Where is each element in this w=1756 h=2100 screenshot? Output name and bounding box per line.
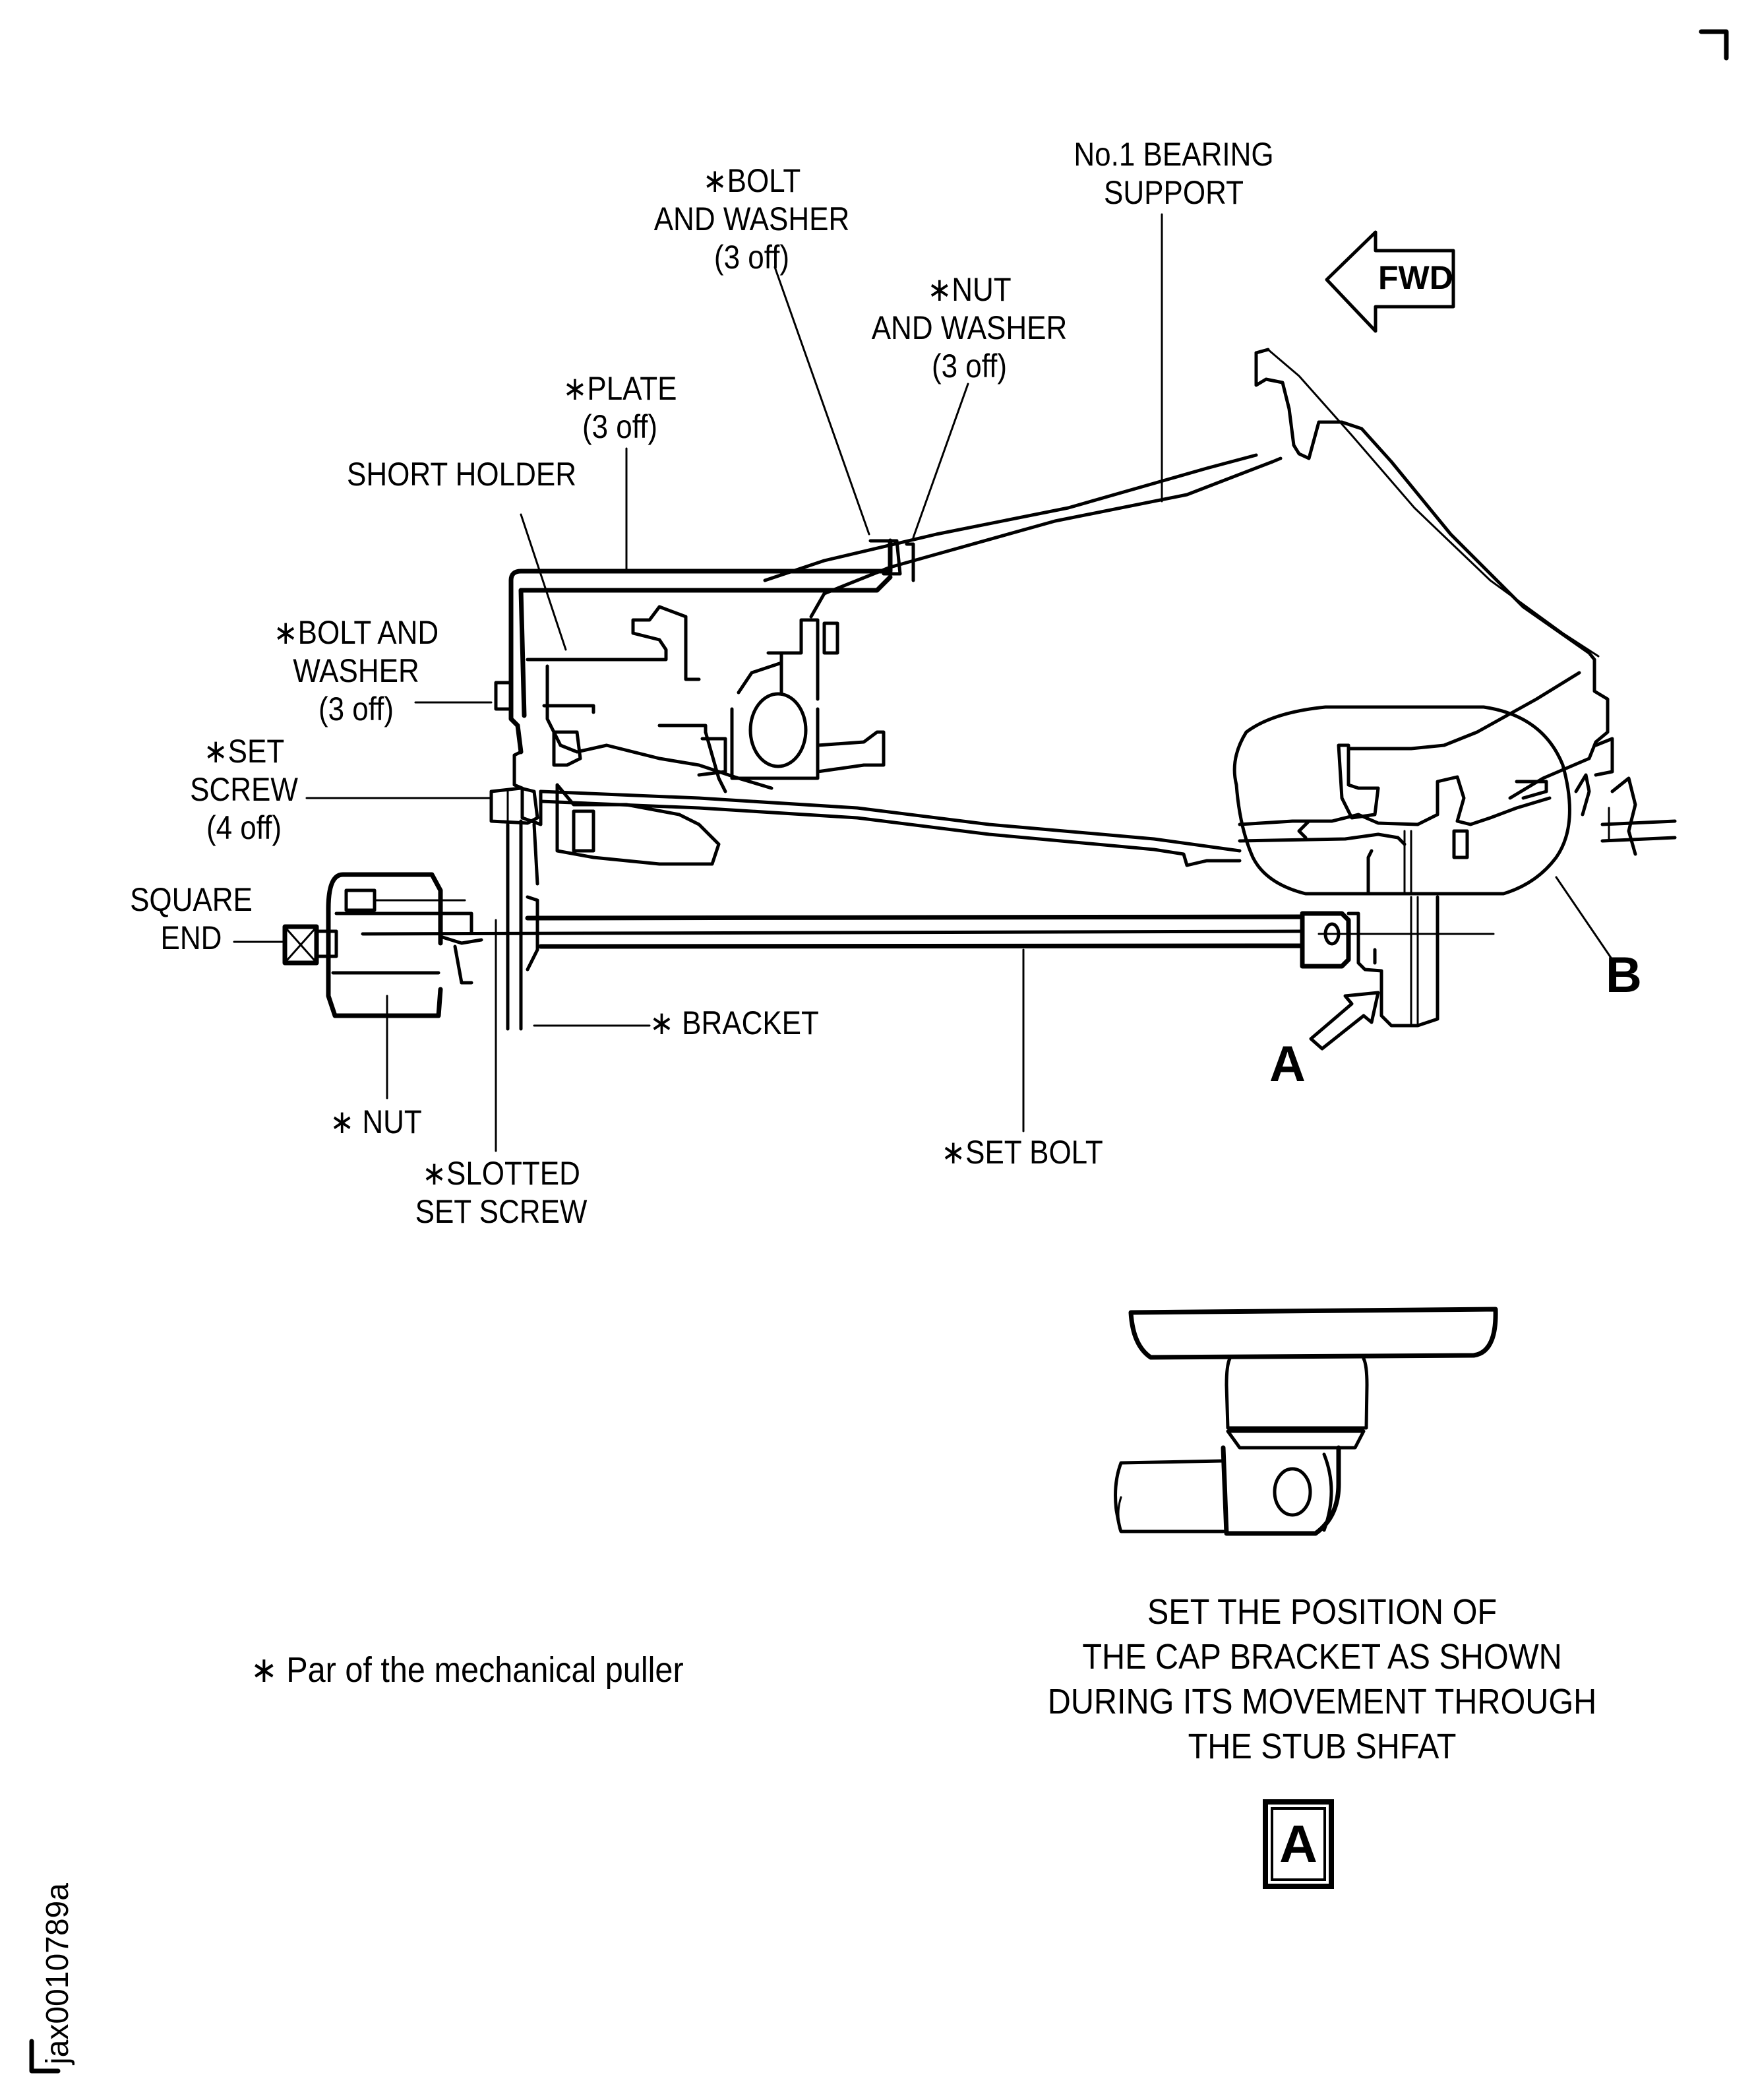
label-line: ∗NUT bbox=[927, 271, 1012, 308]
right-edge-structure bbox=[1574, 737, 1677, 856]
label-line: AND WASHER bbox=[871, 309, 1068, 346]
fwd-arrow-icon bbox=[1325, 230, 1455, 333]
detail-view-a-drawing bbox=[1114, 1307, 1498, 1536]
bracket-shape bbox=[506, 819, 539, 1031]
label-short-holder: SHORT HOLDER bbox=[346, 456, 577, 493]
caption-line: SET THE POSITION OF bbox=[1147, 1592, 1498, 1632]
crop-mark-top-right bbox=[1699, 29, 1729, 61]
fwd-direction-label: FWD bbox=[1378, 259, 1453, 296]
callout-detail-b: B bbox=[1606, 947, 1642, 1003]
label-line: ∗BOLT bbox=[702, 162, 801, 199]
square-end-icon bbox=[282, 924, 338, 966]
cap-bracket-shape bbox=[1300, 895, 1495, 1028]
detail-b-circle bbox=[1232, 705, 1571, 896]
label-bracket: ∗ BRACKET bbox=[650, 1004, 819, 1041]
label-line: (3 off) bbox=[318, 691, 394, 727]
crop-mark-bottom-left bbox=[29, 2039, 61, 2074]
label-line: ∗PLATE bbox=[562, 370, 677, 407]
set-bolt-shaft bbox=[361, 895, 1305, 972]
label-line: SQUARE bbox=[130, 881, 253, 918]
caption-line: THE CAP BRACKET AS SHOWN bbox=[1082, 1637, 1562, 1677]
label-line: AND WASHER bbox=[653, 201, 850, 237]
label-line: ∗BOLT AND bbox=[273, 614, 439, 651]
label-line: ∗SLOTTED bbox=[422, 1155, 580, 1192]
label-line: WASHER bbox=[293, 652, 419, 689]
label-set-screw: ∗SET SCREW (4 off) bbox=[163, 732, 325, 847]
label-nut-and-washer: ∗NUT AND WASHER (3 off) bbox=[830, 270, 1108, 385]
leader-lines bbox=[233, 213, 1614, 1152]
view-a-label-box: A bbox=[1263, 1799, 1334, 1889]
label-nut: ∗ NUT bbox=[330, 1103, 422, 1140]
view-a-arrow-icon bbox=[1309, 991, 1380, 1051]
label-line: (3 off) bbox=[931, 348, 1008, 385]
label-line: END bbox=[160, 919, 222, 956]
label-line: SET SCREW bbox=[415, 1193, 588, 1230]
label-line: (3 off) bbox=[582, 408, 658, 445]
set-screw-head-icon bbox=[489, 786, 539, 825]
label-line: (3 off) bbox=[713, 239, 790, 276]
bearing-support-shape bbox=[508, 348, 1610, 867]
bearing-housing bbox=[512, 605, 886, 866]
callout-view-a: A bbox=[1269, 1036, 1306, 1092]
footnote-legend: ∗ Par of the mechanical puller bbox=[251, 1650, 684, 1690]
label-line: ∗SET bbox=[203, 733, 285, 770]
label-square-end: SQUARE END bbox=[116, 880, 267, 957]
label-bolt-and-washer-top: ∗BOLT AND WASHER (3 off) bbox=[613, 162, 891, 276]
label-bearing-support: No.1 BEARING SUPPORT bbox=[1023, 135, 1325, 212]
label-line: SCREW bbox=[190, 771, 298, 808]
label-slotted-set-screw: ∗SLOTTED SET SCREW bbox=[385, 1154, 617, 1231]
nut-assembly bbox=[326, 872, 483, 1018]
bolt-head-left-icon bbox=[494, 681, 513, 711]
label-line: No.1 BEARING bbox=[1074, 136, 1274, 173]
detail-b-internals bbox=[1238, 671, 1581, 896]
label-line: (4 off) bbox=[206, 809, 282, 846]
detail-view-a-caption: SET THE POSITION OF THE CAP BRACKET AS S… bbox=[999, 1590, 1646, 1769]
label-set-bolt: ∗SET BOLT bbox=[941, 1134, 1103, 1171]
label-plate: ∗PLATE (3 off) bbox=[521, 369, 718, 446]
drawing-reference-id: jax0010789a bbox=[40, 1883, 75, 2064]
label-bolt-and-washer-left: ∗BOLT AND WASHER (3 off) bbox=[234, 613, 478, 728]
caption-line: THE STUB SHFAT bbox=[1188, 1727, 1457, 1766]
label-line: SUPPORT bbox=[1104, 174, 1244, 211]
caption-line: DURING ITS MOVEMENT THROUGH bbox=[1047, 1682, 1597, 1721]
